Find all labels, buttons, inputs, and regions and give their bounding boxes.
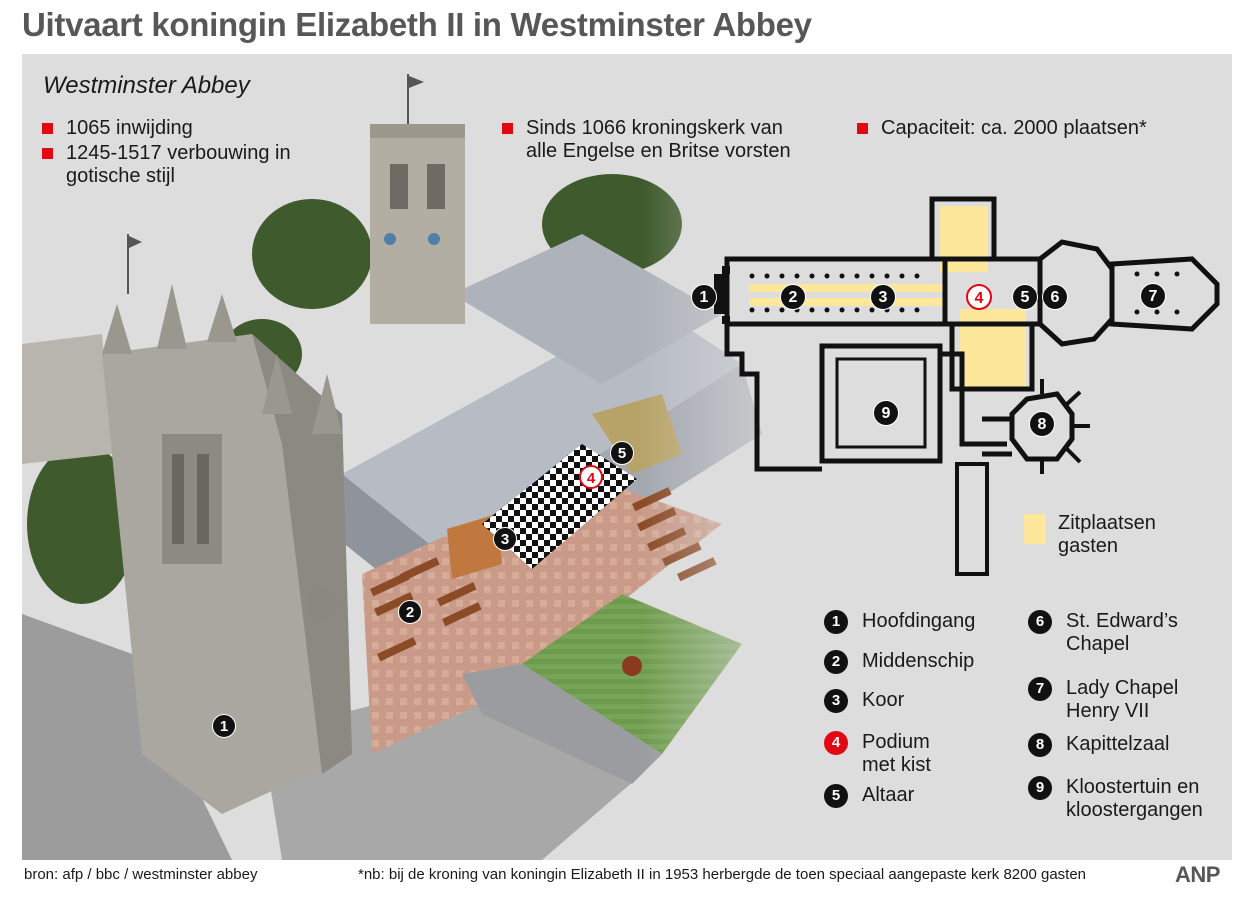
fact-inauguration: 1065 inwijding	[42, 117, 342, 140]
legend-label: Koor	[862, 689, 905, 711]
legend-label: Kloostertuin en kloostergangen	[1066, 776, 1203, 821]
anp-logo: ANP	[1175, 862, 1220, 887]
marker-1-plan: 1	[691, 284, 717, 310]
marker-2-aerial: 2	[398, 600, 422, 624]
footnote: *nb: bij de kroning van koningin Elizabe…	[358, 866, 1087, 883]
legend-item-6: 6 St. Edward’s Chapel	[1028, 610, 1178, 656]
legend-number: 1	[824, 610, 848, 634]
legend-number: 3	[824, 689, 848, 713]
seating-nave-1	[749, 284, 944, 292]
abbey-aerial-illustration	[22, 54, 1232, 860]
marker-7-plan: 7	[1140, 283, 1166, 309]
legend-label: Podium met kist	[862, 731, 931, 776]
fact-rebuild: 1245-1517 verbouwing in gotische stijl	[42, 142, 296, 188]
seating-nave-2	[749, 298, 944, 306]
seating-swatch	[1024, 514, 1046, 544]
legend-number: 5	[824, 784, 848, 808]
facts-column-3: Capaciteit: ca. 2000 plaatsen*	[857, 117, 1177, 142]
legend-item-3: 3 Koor	[824, 689, 904, 713]
facts-column-2: Sinds 1066 kroningskerk van alle Engelse…	[502, 117, 802, 165]
seating-south-transept	[960, 309, 1026, 389]
legend-label: Altaar	[862, 784, 915, 806]
fact-coronation-church: Sinds 1066 kroningskerk van alle Engelse…	[502, 117, 802, 163]
legend-item-9: 9 Kloostertuin en kloostergangen	[1028, 776, 1203, 822]
infographic-panel: Westminster Abbey 1065 inwijding 1245-15…	[22, 54, 1232, 860]
west-towers	[102, 234, 352, 814]
marker-8-plan: 8	[1029, 411, 1055, 437]
floor-plan	[714, 196, 1220, 576]
legend-item-4: 4 Podium met kist	[824, 731, 931, 777]
marker-1-aerial: 1	[212, 714, 236, 738]
subtitle: Westminster Abbey	[43, 72, 250, 99]
legend-number: 6	[1028, 610, 1052, 634]
legend-number: 9	[1028, 776, 1052, 800]
marker-3-aerial: 3	[493, 527, 517, 551]
legend-item-5: 5 Altaar	[824, 784, 914, 808]
marker-9-plan: 9	[873, 400, 899, 426]
legend-number: 4	[824, 731, 848, 755]
page-title: Uitvaart koningin Elizabeth II in Westmi…	[22, 6, 812, 43]
legend-label: Kapittelzaal	[1066, 733, 1170, 755]
legend-label: Lady Chapel Henry VII	[1066, 677, 1179, 722]
fact-capacity: Capaciteit: ca. 2000 plaatsen*	[857, 117, 1177, 140]
legend-item-2: 2 Middenschip	[824, 650, 974, 674]
marker-5-plan: 5	[1012, 284, 1038, 310]
marker-4-aerial: 4	[579, 465, 603, 489]
central-tower	[370, 74, 465, 324]
seating-legend: Zitplaatsen gasten	[1024, 512, 1156, 558]
facts-column-1: 1065 inwijding 1245-1517 verbouwing in g…	[42, 117, 342, 190]
legend-number: 2	[824, 650, 848, 674]
legend-number: 8	[1028, 733, 1052, 757]
legend-label: St. Edward’s Chapel	[1066, 610, 1178, 655]
marker-4-plan: 4	[966, 284, 992, 310]
source-credit: bron: afp / bbc / westminster abbey	[24, 866, 258, 883]
marker-3-plan: 3	[870, 284, 896, 310]
legend-item-1: 1 Hoofdingang	[824, 610, 975, 634]
legend-label: Middenschip	[862, 650, 975, 672]
marker-5-aerial: 5	[610, 441, 634, 465]
legend-number: 7	[1028, 677, 1052, 701]
legend-item-8: 8 Kapittelzaal	[1028, 733, 1169, 757]
legend-item-7: 7 Lady Chapel Henry VII	[1028, 677, 1178, 723]
marker-6-plan: 6	[1042, 284, 1068, 310]
marker-2-plan: 2	[780, 284, 806, 310]
legend-label: Hoofdingang	[862, 610, 976, 632]
seating-legend-label: Zitplaatsen gasten	[1058, 512, 1156, 557]
